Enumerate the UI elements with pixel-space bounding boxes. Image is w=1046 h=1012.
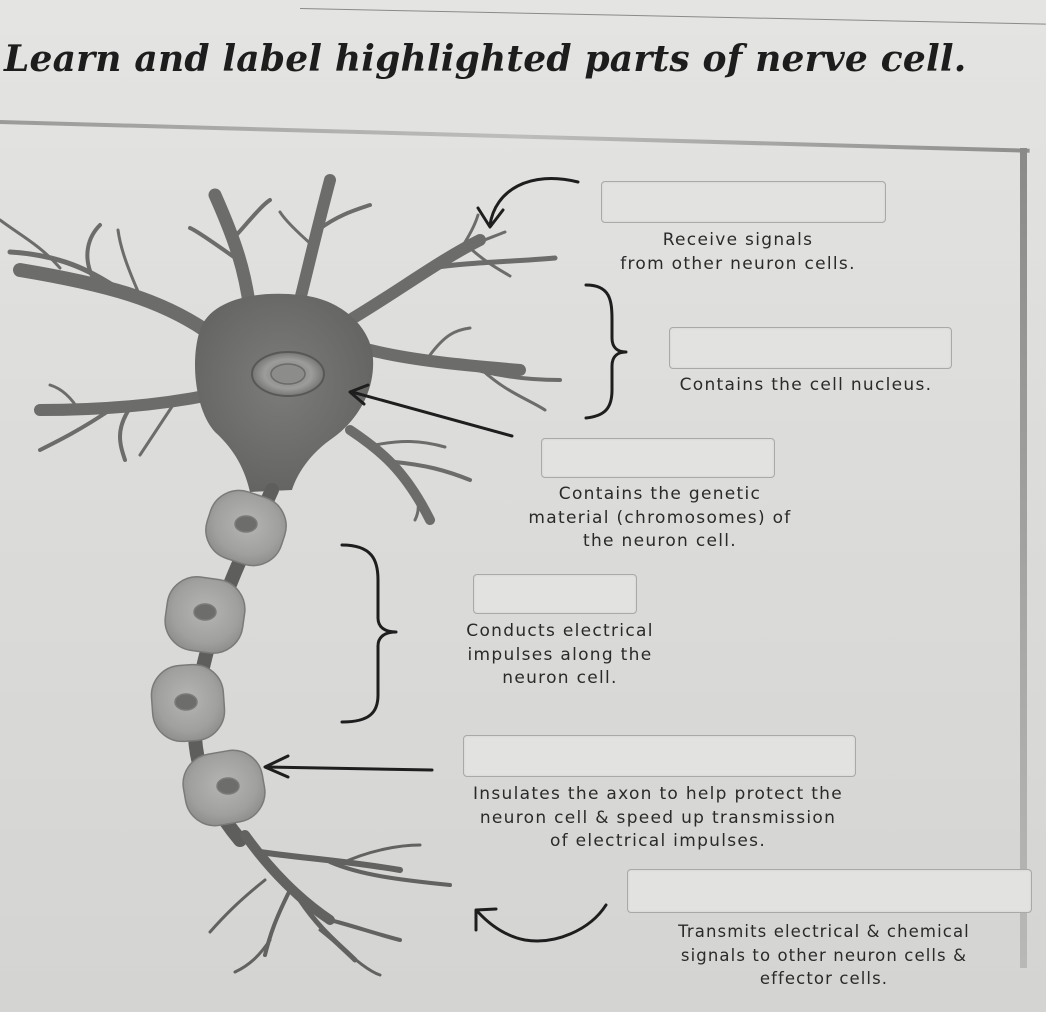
description-line: Conducts electrical (466, 621, 654, 641)
axon-description: Conducts electrical impulses along the n… (415, 620, 705, 691)
nucleus-arrow (350, 390, 514, 438)
dendrites-label-box[interactable] (601, 181, 886, 223)
cell-body-label-box[interactable] (669, 327, 952, 369)
nucleus-description: Contains the genetic material (chromosom… (470, 483, 850, 554)
axon-terminals-label-box[interactable] (627, 869, 1032, 913)
description-line: Insulates the axon to help protect the (472, 784, 844, 804)
dendrites-description: Receive signals from other neuron cells. (568, 229, 908, 276)
nucleus-arrowhead (348, 383, 370, 406)
description-line: Contains the cell nucleus. (679, 375, 933, 395)
myelin-sheath (150, 489, 287, 827)
description-line: impulses along the (467, 644, 653, 665)
description-line: material (chromosomes) of (528, 507, 792, 528)
myelin-arrow (264, 765, 434, 772)
cell-body-description: Contains the cell nucleus. (626, 374, 986, 398)
myelin-sheath-description: Insulates the axon to help protect the n… (388, 783, 928, 854)
nucleus-label-box[interactable] (541, 438, 775, 478)
description-line: from other neuron cells. (620, 253, 856, 274)
axon-label-box[interactable] (473, 574, 637, 614)
dendrites-arrowhead (476, 206, 505, 229)
myelin-sheath-label-box[interactable] (463, 735, 856, 777)
terminals-arrowhead (474, 907, 498, 932)
axon-terminals-description: Transmits electrical & chemical signals … (602, 920, 1046, 991)
description-line: signals to other neuron cells & (680, 945, 968, 965)
description-line: effector cells. (759, 969, 889, 988)
myelin-arrowhead (263, 754, 290, 779)
description-line: Contains the genetic (558, 484, 762, 504)
description-line: Transmits electrical & chemical (678, 922, 970, 941)
description-line: Receive signals (662, 230, 814, 250)
axon-terminals (208, 830, 452, 977)
description-line: neuron cell & speed up transmission (479, 807, 837, 828)
frame-right-edge (1020, 148, 1027, 968)
annotation-marks (263, 177, 628, 943)
nucleus (251, 351, 325, 397)
description-line: neuron cell. (502, 668, 618, 688)
cell-body-brace (584, 283, 628, 420)
axon-brace (340, 543, 398, 724)
page-title: Learn and label highlighted parts of ner… (4, 38, 967, 80)
dendrites (0, 174, 562, 525)
dendrites-arrow (488, 177, 580, 227)
description-line: the neuron cell. (583, 531, 737, 551)
terminals-arrow (476, 903, 608, 943)
description-line: of electrical impulses. (549, 831, 767, 851)
